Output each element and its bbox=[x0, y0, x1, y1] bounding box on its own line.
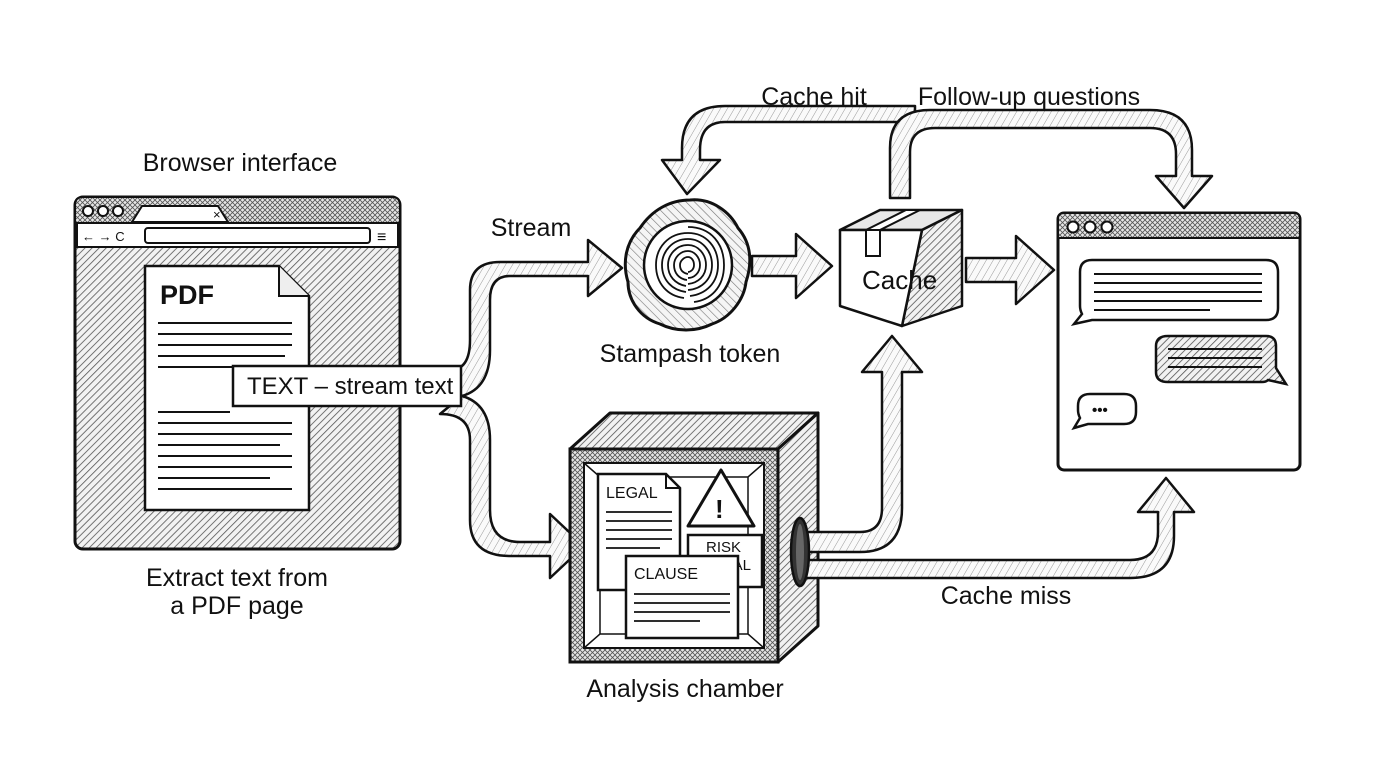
legal-label: LEGAL bbox=[606, 485, 658, 502]
caption-extract-line1: Extract text from bbox=[146, 564, 328, 592]
typing-dots: ••• bbox=[1092, 402, 1108, 419]
text-stream-label: TEXT – stream text bbox=[247, 373, 454, 400]
clause-document: CLAUSE bbox=[624, 554, 740, 640]
tab-close-icon: × bbox=[213, 207, 221, 222]
nav-buttons: ← → C bbox=[82, 229, 125, 244]
caption-extract-line2: a PDF page bbox=[170, 592, 303, 620]
cache-label: Cache bbox=[862, 265, 937, 295]
caption-stream: Stream bbox=[491, 214, 572, 242]
cache-box: Cache bbox=[838, 208, 964, 328]
menu-icon: ≡ bbox=[377, 229, 386, 246]
caption-browser-interface: Browser interface bbox=[143, 149, 338, 177]
window-control-dots-icon bbox=[82, 205, 124, 217]
warning-glyph: ! bbox=[715, 494, 724, 524]
arrow-chamber-to-cache bbox=[798, 334, 924, 554]
address-bar bbox=[144, 227, 371, 244]
arrow-cache-hit bbox=[660, 104, 917, 196]
analysis-chamber: LEGAL ! RISK SIGNAL CLAUSE bbox=[568, 411, 820, 664]
caption-follow-up-questions: Follow-up questions bbox=[918, 83, 1140, 111]
arrow-cache-miss bbox=[798, 476, 1196, 580]
stampash-token bbox=[623, 198, 752, 332]
stream-fork-arrow: TEXT – stream text bbox=[231, 238, 624, 580]
pdf-page: PDF bbox=[143, 264, 311, 512]
fingerprint-icon bbox=[655, 226, 725, 303]
arrow-token-to-cache bbox=[750, 232, 834, 300]
chat-bubble-outgoing bbox=[1154, 334, 1289, 386]
arrow-cache-to-chat bbox=[964, 234, 1056, 306]
chat-bubble-incoming bbox=[1070, 258, 1280, 326]
clause-label: CLAUSE bbox=[634, 566, 698, 583]
chat-bubble-icon: ••• bbox=[1071, 392, 1138, 431]
arrow-follow-up-questions bbox=[888, 108, 1214, 210]
caption-stampash-token: Stampash token bbox=[600, 340, 781, 368]
chat-window: ••• bbox=[1056, 211, 1302, 472]
risk-label: RISK bbox=[706, 539, 741, 556]
pdf-label: PDF bbox=[160, 280, 214, 310]
warning-triangle-icon: ! bbox=[686, 468, 756, 528]
window-control-dots-icon bbox=[1066, 220, 1114, 234]
caption-analysis-chamber: Analysis chamber bbox=[586, 675, 783, 703]
caption-cache-miss: Cache miss bbox=[941, 582, 1072, 610]
